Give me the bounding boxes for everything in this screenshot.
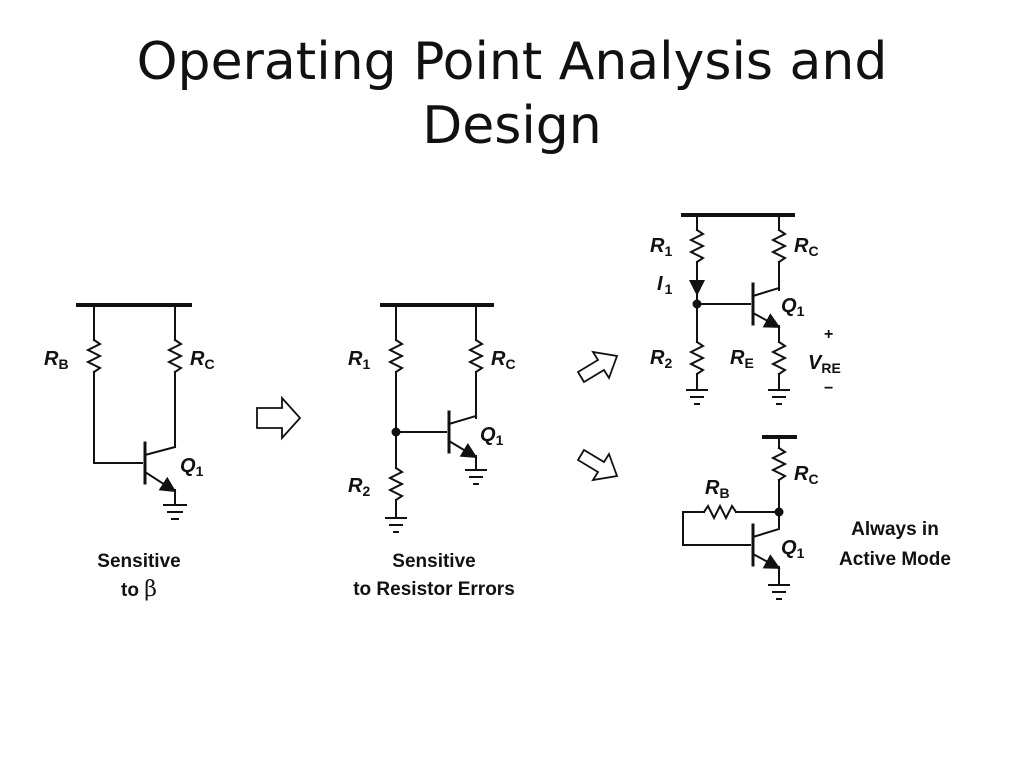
resistor-rb-d [702, 503, 738, 521]
node-dot-b [391, 427, 401, 437]
label-rb-a: RB [44, 348, 69, 372]
label-r2-b: R2 [348, 475, 370, 499]
label-q1-d: Q1 [781, 537, 805, 561]
resistor-r1-c [688, 228, 706, 264]
slide-title: Operating Point Analysis and Design [0, 30, 1024, 158]
circuit-c [681, 213, 795, 405]
label-vre-minus: − [824, 380, 833, 397]
title-line-1: Operating Point Analysis and [136, 32, 888, 92]
label-q1-b: Q1 [480, 424, 504, 448]
label-r1-c: R1 [650, 235, 672, 259]
caption-a-line-2: to β [121, 577, 157, 602]
resistor-r2-c [688, 340, 706, 376]
circuit-d [682, 435, 797, 600]
label-vre-plus: + [824, 326, 833, 343]
resistor-r2-b [387, 466, 405, 502]
circuit-a [76, 303, 192, 520]
ground-symbol-d [768, 584, 790, 600]
resistor-rc-c [770, 228, 788, 264]
label-rb-d: RB [705, 477, 730, 501]
ground-symbol-c2 [768, 389, 790, 405]
resistor-rb-a [85, 338, 103, 374]
caption-a-line-1: Sensitive [97, 551, 180, 572]
caption-b-line-1: Sensitive [392, 551, 475, 572]
caption-b-line-2: to Resistor Errors [353, 579, 515, 600]
resistor-r1-b [387, 338, 405, 374]
note-d-line-2: Active Mode [839, 549, 951, 570]
arrow-b-to-d [576, 448, 619, 482]
title-line-2: Design [422, 96, 602, 156]
resistor-rc-b [467, 338, 485, 374]
ground-symbol-a [163, 504, 187, 520]
resistor-rc-d [770, 446, 788, 482]
label-re-c: RE [730, 347, 754, 371]
circuit-b [380, 303, 494, 533]
label-r2-c: R2 [650, 347, 672, 371]
arrow-a-to-b [256, 395, 302, 441]
label-vre-c: VRE [808, 352, 841, 376]
node-dot-d [774, 507, 784, 517]
label-rc-c: RC [794, 235, 819, 259]
resistor-re-c [770, 340, 788, 376]
resistor-rc-a [166, 338, 184, 374]
label-rc-d: RC [794, 463, 819, 487]
label-r1-b: R1 [348, 348, 370, 372]
ground-symbol-c1 [686, 389, 708, 405]
arrow-b-to-c [576, 350, 619, 384]
label-q1-a: Q1 [180, 455, 204, 479]
ground-symbol-b2 [465, 469, 487, 485]
label-rc-b: RC [491, 348, 516, 372]
label-q1-c: Q1 [781, 295, 805, 319]
note-d-line-1: Always in [851, 519, 939, 540]
label-rc-a: RC [190, 348, 215, 372]
ground-symbol-b1 [385, 517, 407, 533]
node-dot-c [692, 299, 702, 309]
